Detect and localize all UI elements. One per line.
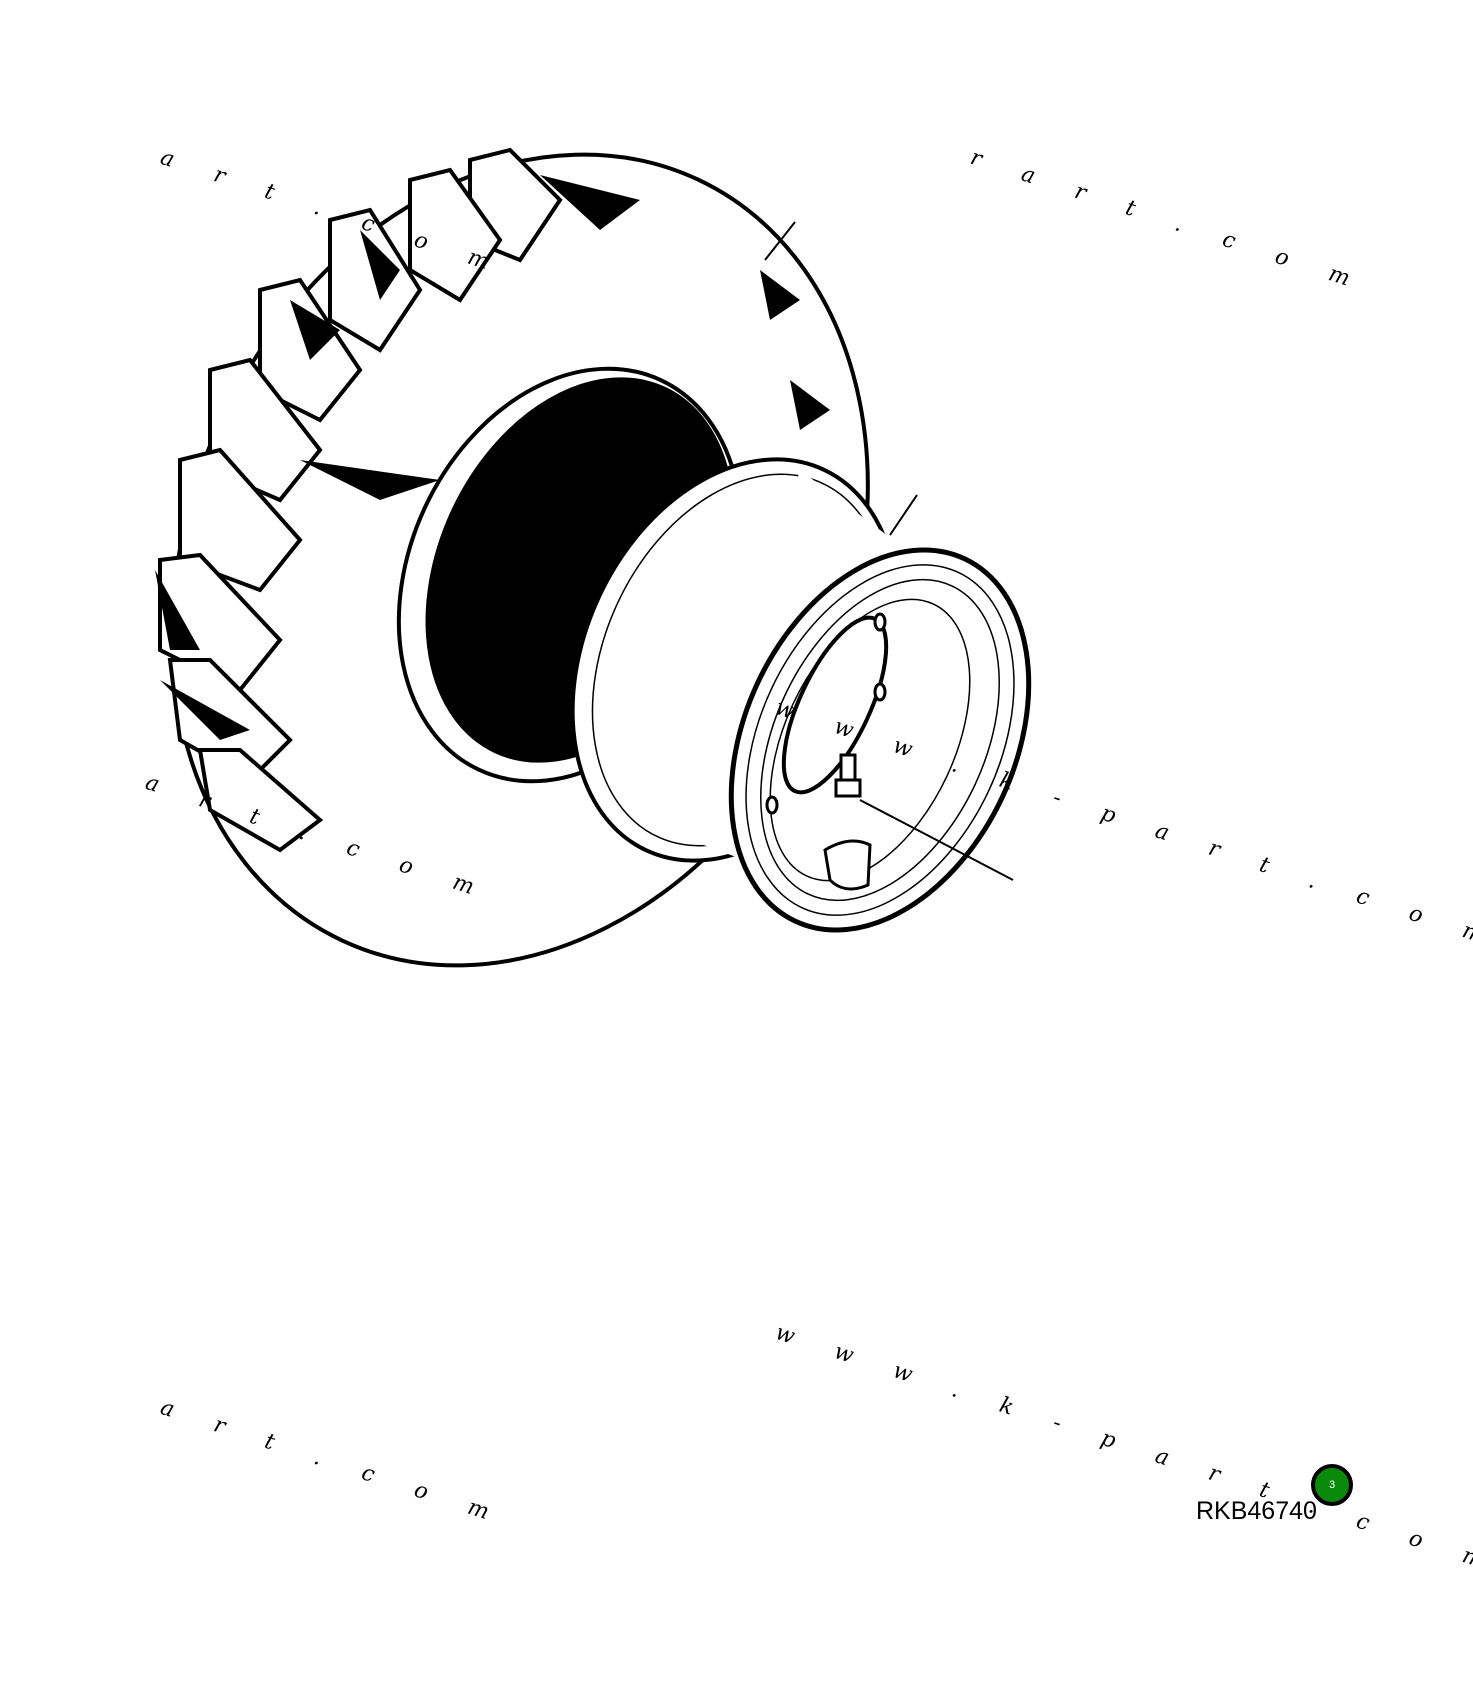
leader-lines	[764, 221, 1014, 881]
wheel-rim	[570, 457, 1032, 933]
part-code-label: RKB46740	[1196, 1497, 1317, 1525]
page-badge[interactable]: 3	[1311, 1464, 1353, 1506]
valve-stem	[823, 753, 872, 891]
